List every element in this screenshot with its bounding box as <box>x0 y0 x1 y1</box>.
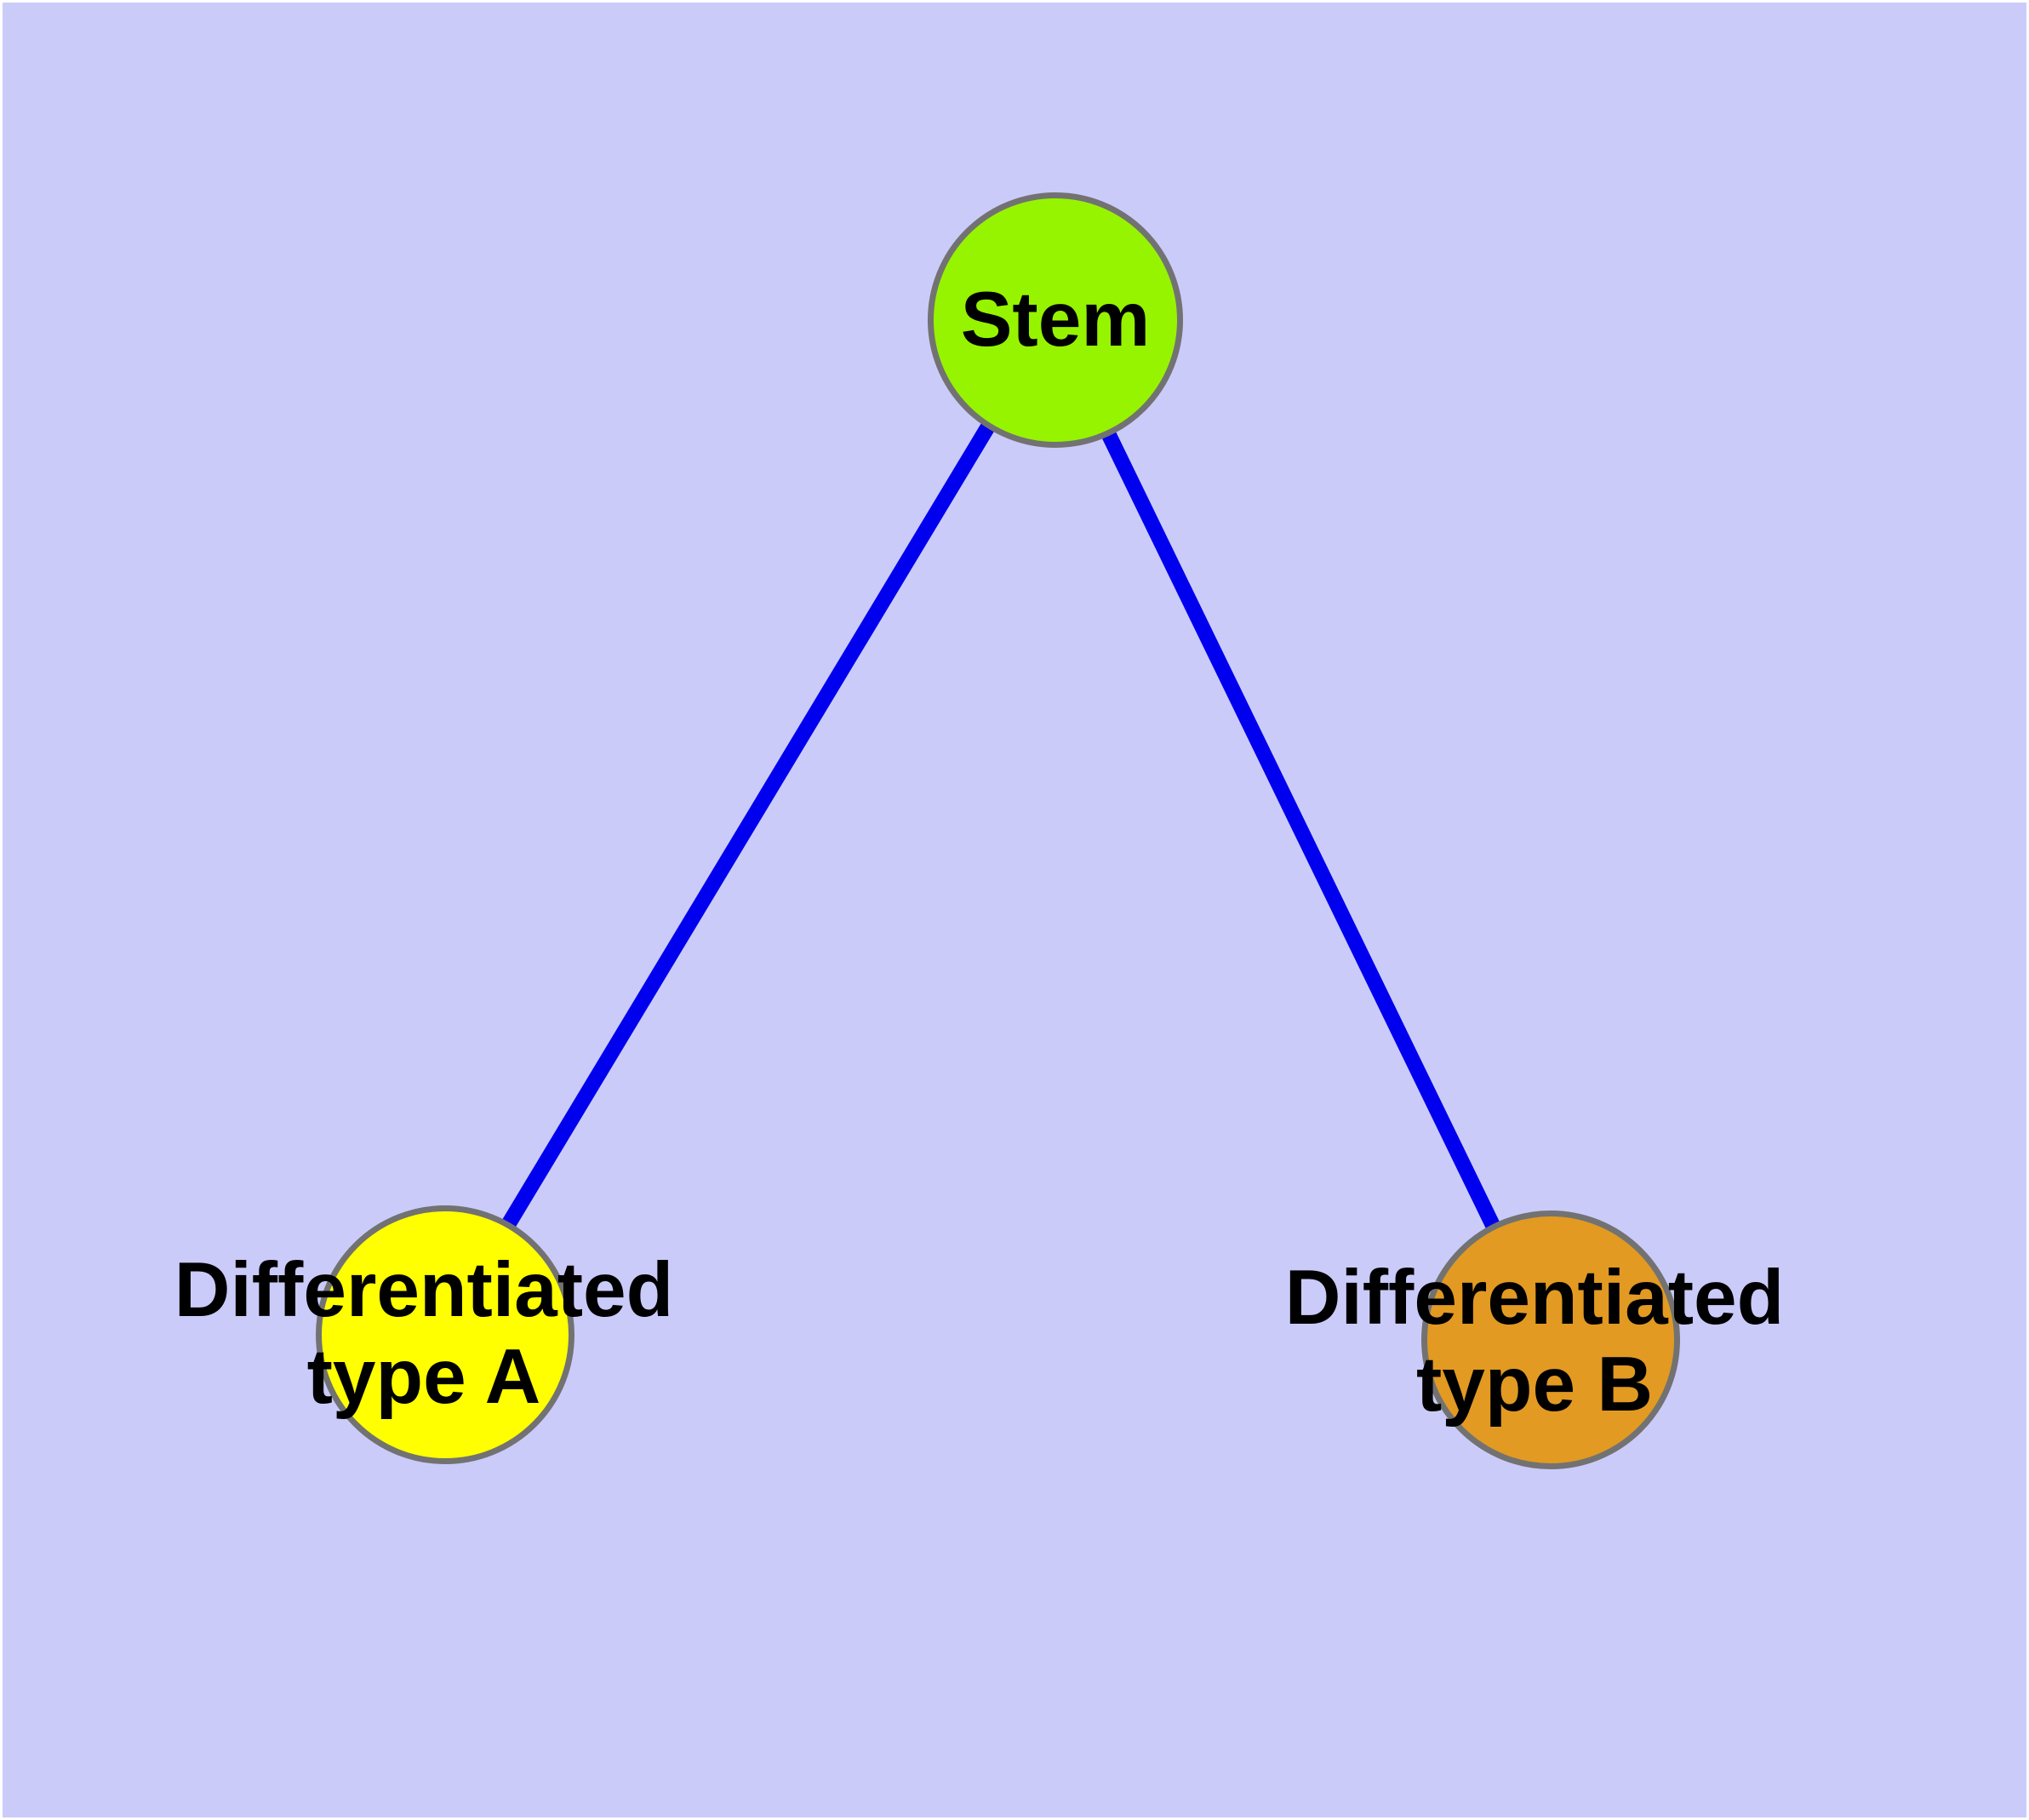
node-differentiated-type-a[interactable] <box>316 1205 574 1464</box>
node-differentiated-type-b[interactable] <box>1421 1210 1680 1469</box>
edge-stem-to-type-b[interactable] <box>1045 316 1554 1340</box>
edges-layer <box>437 315 1554 1340</box>
edge-stem-to-type-a[interactable] <box>437 315 1060 1336</box>
node-stem[interactable] <box>928 192 1183 448</box>
